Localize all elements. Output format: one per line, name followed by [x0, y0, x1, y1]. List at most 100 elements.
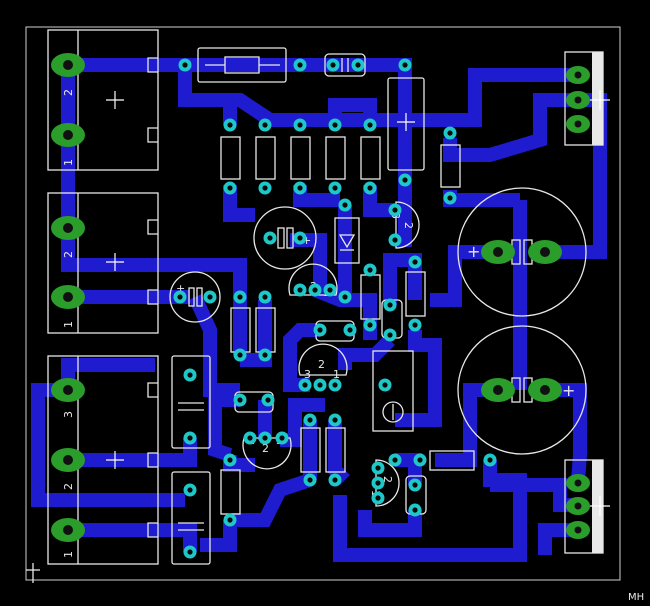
via-hole	[327, 287, 333, 293]
pin-label: 2	[262, 442, 269, 455]
via-hole	[332, 417, 338, 423]
via-hole	[187, 487, 193, 493]
via-hole	[262, 122, 268, 128]
via-hole	[207, 294, 213, 300]
via-hole	[227, 517, 233, 523]
pad-hole	[574, 502, 582, 510]
via-hole	[297, 62, 303, 68]
via-hole	[330, 62, 336, 68]
via-hole	[187, 435, 193, 441]
via-hole	[302, 382, 308, 388]
via-hole	[332, 122, 338, 128]
electrolytic-capacitor-large-2: +	[457, 325, 587, 455]
via-hole	[182, 62, 188, 68]
via-hole	[387, 332, 393, 338]
via-hole	[187, 549, 193, 555]
via-hole	[312, 287, 318, 293]
via-hole	[487, 457, 493, 463]
diode	[334, 217, 360, 264]
pads	[51, 53, 590, 542]
pin-label: 2	[62, 89, 75, 96]
via-hole	[402, 62, 408, 68]
via-hole	[412, 482, 418, 488]
pin-label: 2	[62, 251, 75, 258]
pad-hole	[63, 525, 73, 535]
author-mark: MH	[628, 592, 644, 603]
resistor-top	[197, 47, 287, 83]
via-hole	[307, 417, 313, 423]
transistor-q2: 3 2 1	[298, 343, 348, 381]
connector-mid-left: 2 1	[47, 192, 159, 334]
via-hole	[447, 195, 453, 201]
via-hole	[332, 185, 338, 191]
via-hole	[265, 397, 271, 403]
via-hole	[367, 185, 373, 191]
pin-label: 3	[304, 368, 311, 381]
pad-hole	[63, 223, 73, 233]
via-hole	[297, 287, 303, 293]
via-hole	[412, 507, 418, 513]
pad-hole	[574, 96, 582, 104]
board-outline	[25, 26, 621, 581]
via-hole	[402, 177, 408, 183]
via-hole	[237, 397, 243, 403]
via-hole	[297, 122, 303, 128]
via-hole	[387, 302, 393, 308]
via-hole	[342, 294, 348, 300]
electrolytic-capacitor-2: +	[169, 271, 221, 323]
via-hole	[412, 259, 418, 265]
via-hole	[237, 352, 243, 358]
connector-top-left: 2 1	[47, 29, 159, 171]
header-bottom-right	[564, 459, 610, 554]
via-hole	[237, 294, 243, 300]
pin-label: 1	[62, 321, 75, 328]
plus-label: +	[562, 381, 575, 400]
via-hole	[227, 185, 233, 191]
pad-hole	[540, 385, 550, 395]
pad-hole	[63, 130, 73, 140]
via-hole	[347, 327, 353, 333]
pad-hole	[574, 120, 582, 128]
pin-label: 2	[402, 222, 415, 229]
pin-label: 1	[333, 368, 340, 381]
via-hole	[267, 235, 273, 241]
plus-label: +	[467, 242, 480, 261]
pad-hole	[574, 479, 582, 487]
via-hole	[367, 122, 373, 128]
pin-label: 2	[62, 483, 75, 490]
via-hole	[187, 372, 193, 378]
header-top-right	[564, 51, 610, 146]
via-hole	[392, 457, 398, 463]
copper-traces	[31, 58, 607, 562]
via-hole	[297, 185, 303, 191]
via-hole	[279, 435, 285, 441]
vias	[173, 58, 497, 559]
electrolytic-capacitor-1: +	[253, 206, 317, 270]
via-hole	[355, 62, 361, 68]
via-hole	[367, 322, 373, 328]
pad-hole	[574, 526, 582, 534]
via-hole	[247, 435, 253, 441]
via-hole	[262, 185, 268, 191]
pad-hole	[63, 292, 73, 302]
via-hole	[367, 267, 373, 273]
pad-hole	[63, 60, 73, 70]
pin-label: 1	[62, 159, 75, 166]
film-capacitors	[171, 350, 414, 565]
via-hole	[262, 435, 268, 441]
via-hole	[417, 457, 423, 463]
via-hole	[375, 480, 381, 486]
pad-hole	[493, 247, 503, 257]
resistor-array	[220, 136, 461, 188]
pin-label: 1	[62, 551, 75, 558]
via-hole	[392, 207, 398, 213]
via-hole	[227, 122, 233, 128]
via-hole	[317, 382, 323, 388]
via-hole	[297, 235, 303, 241]
via-hole	[375, 465, 381, 471]
via-hole	[307, 477, 313, 483]
via-hole	[332, 382, 338, 388]
pad-hole	[63, 385, 73, 395]
pad-hole	[493, 385, 503, 395]
via-hole	[392, 237, 398, 243]
